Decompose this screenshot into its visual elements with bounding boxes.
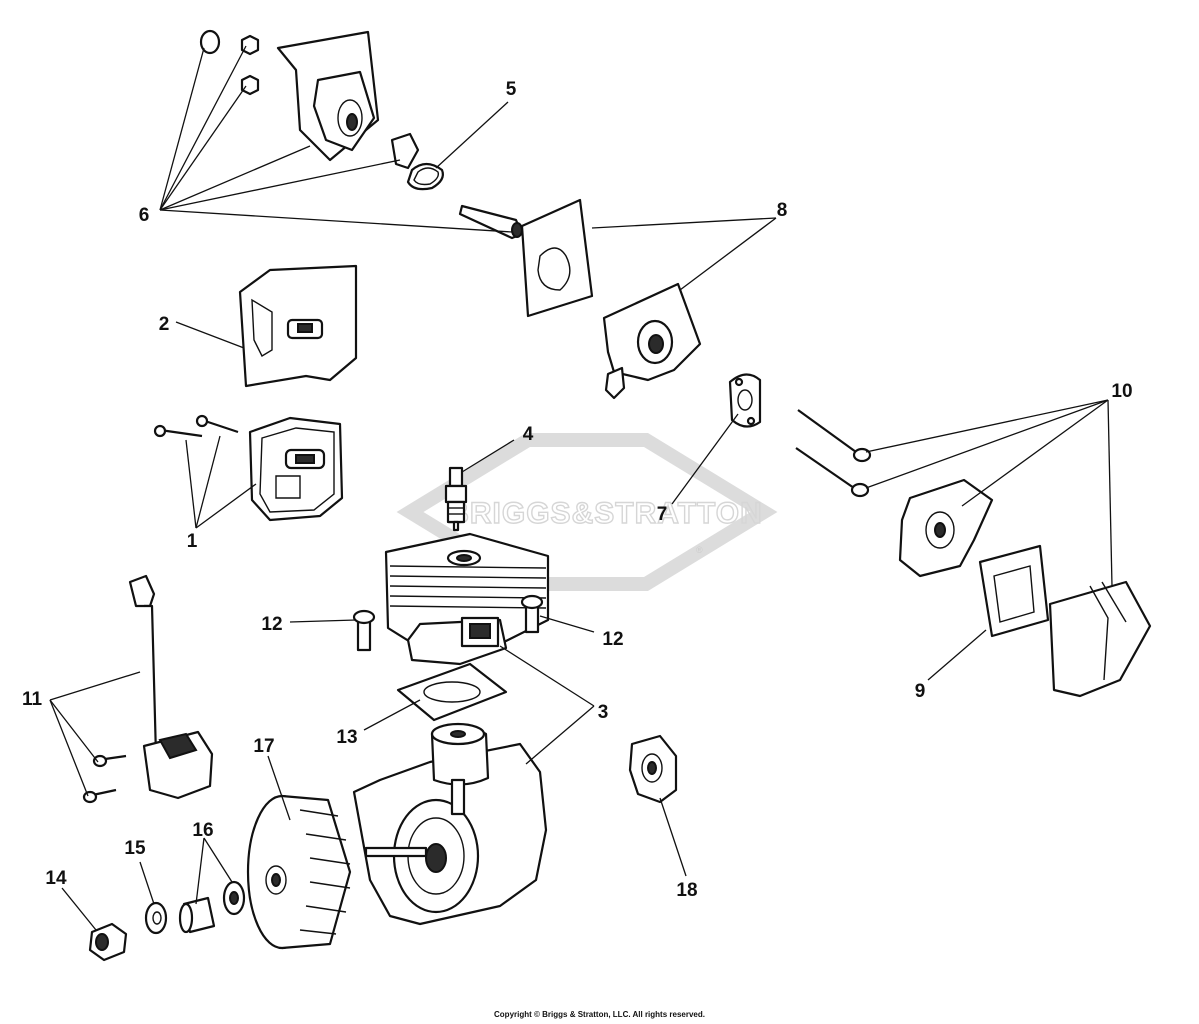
callout-labels: 1 2 3 4 5 6 7 8 9 10 11 12 12 13 14 15 1… <box>22 79 1133 901</box>
part-14-nut <box>88 922 128 962</box>
callout-6: 6 <box>139 205 150 226</box>
callout-1: 1 <box>187 531 198 552</box>
part-10-air-filter-base <box>795 409 994 578</box>
callout-3: 3 <box>598 702 609 723</box>
callout-2: 2 <box>159 314 170 335</box>
callout-4: 4 <box>523 424 534 445</box>
copyright-notice: Copyright © Briggs & Stratton, LLC. All … <box>494 1010 705 1019</box>
callout-18: 18 <box>676 880 697 901</box>
callout-12-left: 12 <box>261 614 282 635</box>
callout-8: 8 <box>777 200 788 221</box>
callout-17: 17 <box>253 736 274 757</box>
watermark-registered-mark: ® <box>696 545 703 555</box>
part-17-flywheel <box>246 794 352 950</box>
part-15-washer <box>144 901 168 935</box>
callout-10: 10 <box>1111 381 1132 402</box>
part-16-spacer <box>178 880 246 934</box>
callout-14: 14 <box>45 868 67 889</box>
leader-lines <box>49 45 1113 931</box>
part-2-heat-shield <box>238 264 358 388</box>
part-8-carburetor <box>520 198 702 400</box>
part-11-ignition-coil <box>82 574 214 804</box>
part-4-spark-plug <box>444 466 468 532</box>
part-3-cylinder <box>384 532 550 666</box>
part-3-crankcase <box>352 722 548 926</box>
part-7-gasket <box>728 373 762 428</box>
callout-11: 11 <box>22 689 43 710</box>
callout-13: 13 <box>336 727 357 748</box>
part-13-gasket <box>396 662 508 722</box>
part-6-assembly <box>199 29 524 240</box>
part-12-bolt-left <box>352 609 376 652</box>
callout-7: 7 <box>657 504 668 525</box>
callout-16: 16 <box>192 820 213 841</box>
part-5-o-ring <box>406 162 444 191</box>
part-18-mount <box>628 734 678 804</box>
part-9-filter <box>978 544 1050 638</box>
callout-15: 15 <box>124 838 146 859</box>
watermark-brand-text: BRIGGS&STRATTON <box>447 497 763 530</box>
callout-12-right: 12 <box>602 629 623 650</box>
part-1-muffler <box>153 414 344 522</box>
part-12-bolt-right <box>520 594 544 634</box>
callout-9: 9 <box>915 681 926 702</box>
part-10-air-filter-cover <box>1048 580 1152 698</box>
callout-5: 5 <box>506 79 517 100</box>
